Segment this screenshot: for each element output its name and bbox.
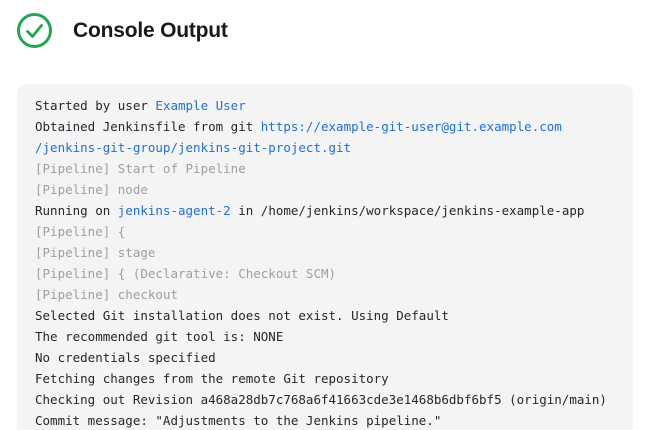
console-line: [Pipeline] Start of Pipeline: [35, 158, 615, 179]
console-muted-text: [Pipeline] { (Declarative: Checkout SCM): [35, 266, 337, 281]
console-line: [Pipeline] stage: [35, 242, 615, 263]
console-muted-text: [Pipeline] node: [35, 182, 148, 197]
page-header: Console Output: [16, 12, 228, 49]
console-muted-text: [Pipeline] {: [35, 224, 126, 239]
console-line: Obtained Jenkinsfile from git https://ex…: [35, 116, 615, 137]
console-line: [Pipeline] {: [35, 221, 615, 242]
console-text: No credentials specified: [35, 350, 216, 365]
console-muted-text: [Pipeline] stage: [35, 245, 156, 260]
console-link[interactable]: jenkins-agent-2: [117, 203, 231, 218]
console-text: Started by user: [35, 98, 156, 113]
console-line: Selected Git installation does not exist…: [35, 305, 615, 326]
console-line: [Pipeline] { (Declarative: Checkout SCM): [35, 263, 615, 284]
console-muted-text: [Pipeline] checkout: [35, 287, 178, 302]
console-link[interactable]: Example User: [155, 98, 246, 113]
console-line: /jenkins-git-group/jenkins-git-project.g…: [35, 137, 615, 158]
console-line: [Pipeline] node: [35, 179, 615, 200]
console-text: Running on: [35, 203, 118, 218]
console-text: The recommended git tool is: NONE: [35, 329, 284, 344]
console-line: Commit message: "Adjustments to the Jenk…: [35, 410, 615, 430]
check-circle-icon: [17, 13, 52, 48]
console-line: Running on jenkins-agent-2 in /home/jenk…: [35, 200, 615, 221]
console-text: in /home/jenkins/workspace/jenkins-examp…: [230, 203, 585, 218]
console-line: Checking out Revision a468a28db7c768a6f4…: [35, 389, 615, 410]
console-muted-text: [Pipeline] Start of Pipeline: [35, 161, 246, 176]
console-link[interactable]: https://example-git-user@git.example.com: [260, 119, 562, 134]
console-line: Fetching changes from the remote Git rep…: [35, 368, 615, 389]
console-line: No credentials specified: [35, 347, 615, 368]
console-line: Started by user Example User: [35, 95, 615, 116]
console-text: Obtained Jenkinsfile from git: [35, 119, 261, 134]
page-title: Console Output: [73, 18, 228, 42]
console-text: Commit message: "Adjustments to the Jenk…: [35, 413, 442, 428]
console-link[interactable]: /jenkins-git-group/jenkins-git-project.g…: [35, 140, 352, 155]
console-text: Checking out Revision a468a28db7c768a6f4…: [35, 392, 607, 407]
console-line: [Pipeline] checkout: [35, 284, 615, 305]
console-text: Selected Git installation does not exist…: [35, 308, 449, 323]
console-line: The recommended git tool is: NONE: [35, 326, 615, 347]
console-text: Fetching changes from the remote Git rep…: [35, 371, 389, 386]
